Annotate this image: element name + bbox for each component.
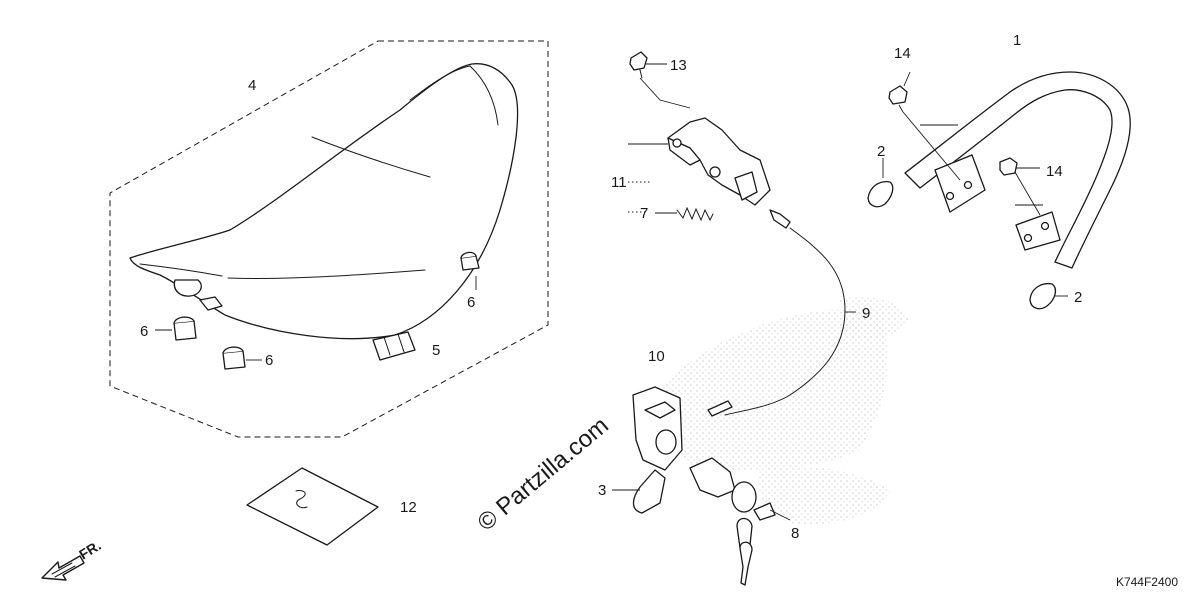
callout-14-right: 14 <box>1046 163 1063 180</box>
bolt-part-13 <box>629 51 648 71</box>
callout-2-left: 2 <box>877 143 885 160</box>
background-watermark-pattern <box>657 296 910 525</box>
rubber-cap-part-2-right <box>1029 282 1057 310</box>
callout-5: 5 <box>432 342 440 359</box>
bolt-part-14-right <box>999 157 1018 176</box>
document-pouch-group <box>246 467 379 546</box>
seat-catch-group <box>628 51 771 206</box>
callout-2-right: 2 <box>1074 289 1082 306</box>
grab-rail-group <box>867 71 1131 310</box>
cable-end-top <box>769 209 791 229</box>
cable-end-bottom <box>707 400 733 417</box>
clip-part-5 <box>372 331 416 361</box>
callout-13: 13 <box>670 57 687 74</box>
callout-labels: 1 2 2 3 4 5 6 6 6 7 8 9 10 11 12 13 14 1… <box>140 32 1082 542</box>
seat-group-dashed-boundary <box>109 40 549 438</box>
rubber-cap-part-2-left <box>867 180 894 208</box>
callout-8: 8 <box>791 525 799 542</box>
spring-clip-part-3 <box>632 469 666 514</box>
front-direction-indicator: FR. <box>41 537 104 581</box>
seat-part-4 <box>129 63 519 340</box>
rail-bracket-right <box>1015 211 1061 251</box>
callout-4: 4 <box>248 77 256 94</box>
callout-14-upper: 14 <box>894 45 911 62</box>
spring-part-7 <box>676 206 714 222</box>
key-upper <box>736 517 753 549</box>
lock-group <box>612 386 776 586</box>
cushion-part-6-c <box>222 350 246 370</box>
callout-12: 12 <box>400 499 417 516</box>
callout-6-right: 6 <box>467 294 475 311</box>
cushion-part-6-a <box>460 255 480 271</box>
bolt-part-14-upper <box>888 85 908 105</box>
callout-1: 1 <box>1013 32 1021 49</box>
cable-part-9 <box>724 227 846 416</box>
cushion-part-6-b <box>173 320 197 341</box>
cable-group <box>707 209 856 417</box>
callout-leaders <box>155 71 911 521</box>
callout-11: 11 <box>611 174 627 191</box>
callout-7: 7 <box>640 205 648 222</box>
diagram-code: K744F2400 <box>1116 575 1178 589</box>
callout-3: 3 <box>598 482 606 499</box>
spring-group <box>628 206 714 222</box>
callout-6-bottom: 6 <box>265 352 273 369</box>
key-lower <box>739 541 753 586</box>
document-pouch-part-12 <box>246 467 379 546</box>
callout-10: 10 <box>648 348 665 365</box>
callout-9: 9 <box>862 305 870 322</box>
callout-6-left: 6 <box>140 323 148 340</box>
seat-assembly-group <box>109 40 549 438</box>
grab-rail-part-1 <box>904 71 1131 269</box>
lock-bracket-part-10 <box>632 386 683 471</box>
watermark-text: © Partzilla.com <box>473 412 614 537</box>
